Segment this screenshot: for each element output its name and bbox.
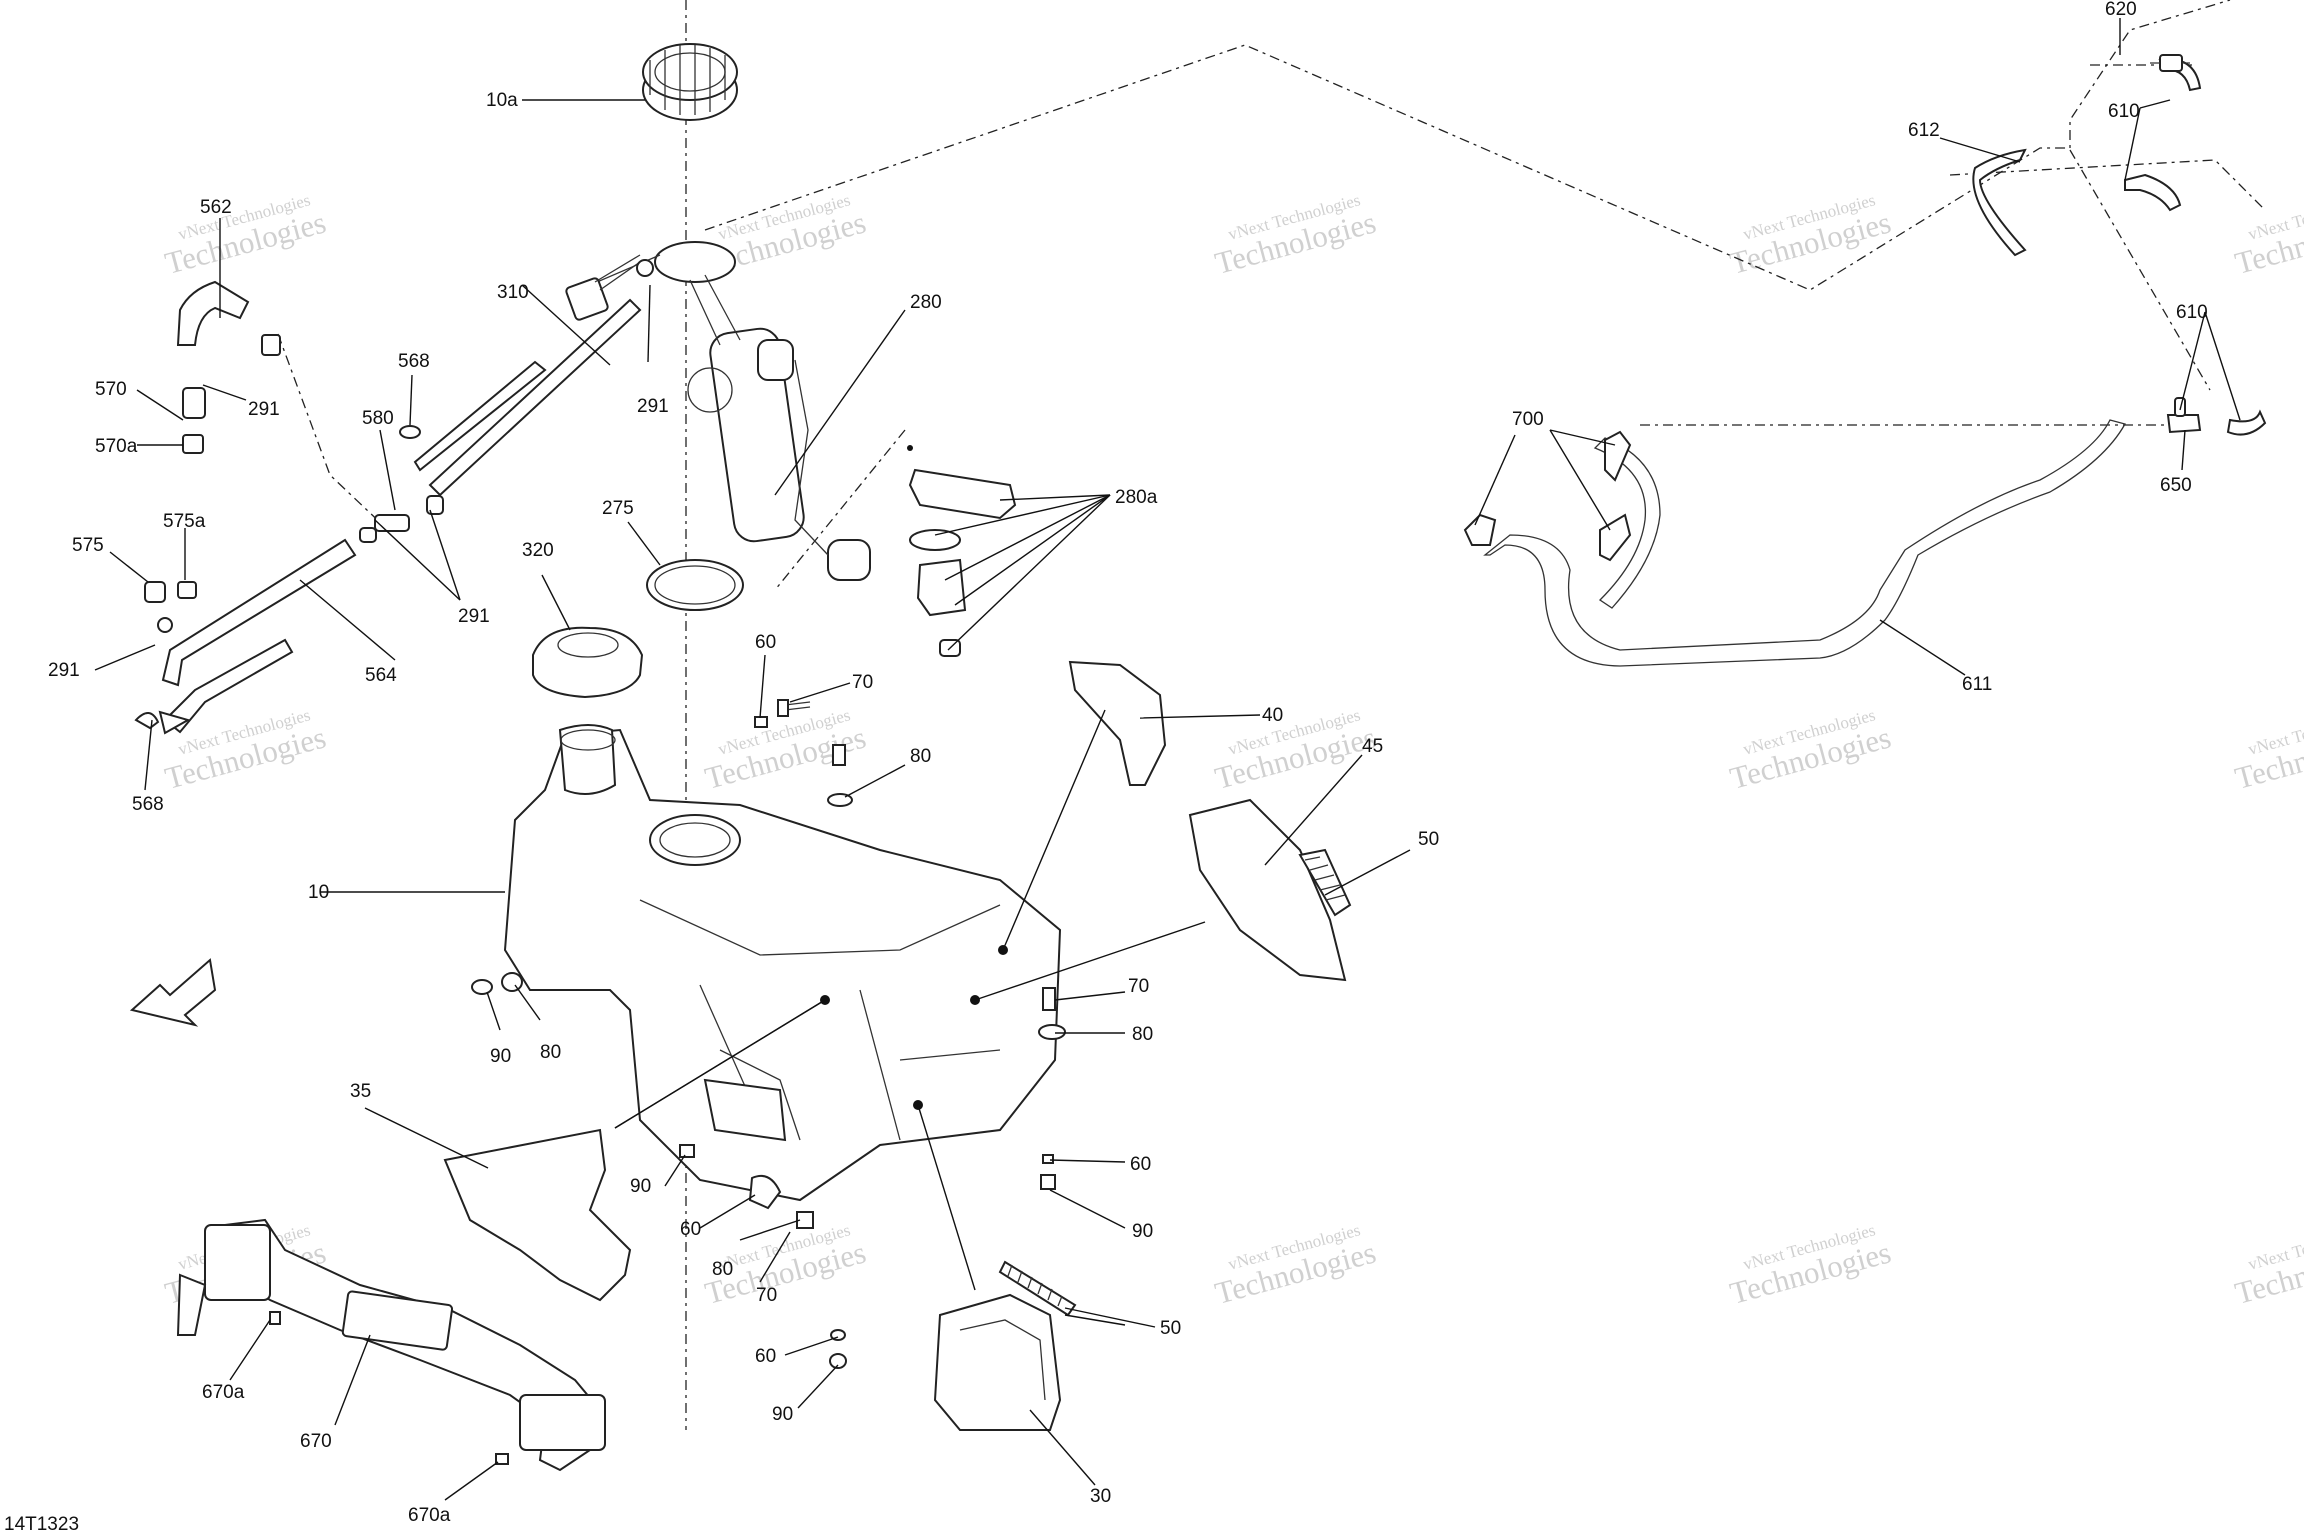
callout-50-a: 50 xyxy=(1160,1318,1181,1339)
callout-562: 562 xyxy=(200,197,232,218)
callout-291-c: 291 xyxy=(458,606,490,627)
leader-lines xyxy=(94,18,2241,1501)
callout-575a: 575a xyxy=(163,511,206,532)
connector-620-part xyxy=(2150,54,2190,72)
hose-562-part xyxy=(176,280,281,356)
vent-hose-612-part xyxy=(1972,148,2027,257)
callout-40: 40 xyxy=(1262,705,1283,726)
direction-arrow-icon xyxy=(129,958,217,1027)
callout-10a: 10a xyxy=(486,90,518,111)
hose-310-part xyxy=(413,298,642,497)
callout-labels: 10a 562 310 280 570 291 570a 568 580 575… xyxy=(4,0,2208,1535)
callout-70-a: 70 xyxy=(852,672,873,693)
tee-580-part xyxy=(359,495,444,543)
callout-70-c: 70 xyxy=(756,1285,777,1306)
callout-60-b: 60 xyxy=(680,1219,701,1240)
pump-components-280a-part xyxy=(907,445,1017,657)
callout-700: 700 xyxy=(1512,409,1544,430)
callout-80-c: 80 xyxy=(1132,1024,1153,1045)
callout-291-d: 291 xyxy=(637,396,669,417)
callout-80-a: 80 xyxy=(910,746,931,767)
callout-575: 575 xyxy=(72,535,104,556)
hose-564-part xyxy=(158,538,357,735)
fuel-cap-part xyxy=(532,626,644,699)
bracket-40-part xyxy=(1068,660,1167,786)
callout-90-a: 90 xyxy=(490,1046,511,1067)
callout-30: 30 xyxy=(1090,1486,1111,1507)
callout-90-b: 90 xyxy=(630,1176,651,1197)
vent-line-611-part xyxy=(1483,419,2126,667)
callout-310: 310 xyxy=(497,282,529,303)
fuel-pump-part xyxy=(581,241,871,581)
callout-670: 670 xyxy=(300,1431,332,1452)
harness-670-part xyxy=(176,1218,606,1472)
callout-610-a: 610 xyxy=(2108,101,2140,122)
callout-80-d: 80 xyxy=(712,1259,733,1280)
callout-60-d: 60 xyxy=(755,1346,776,1367)
callout-650: 650 xyxy=(2160,475,2192,496)
locking-ring-part xyxy=(642,43,738,121)
callout-35: 35 xyxy=(350,1081,371,1102)
pump-connector-part xyxy=(565,254,641,321)
vent-line-700-part xyxy=(1463,430,1661,609)
callout-291-b: 291 xyxy=(48,660,80,681)
callout-670a-a: 670a xyxy=(202,1382,245,1403)
callout-570: 570 xyxy=(95,379,127,400)
valve-570-part xyxy=(182,387,206,454)
callout-610-b: 610 xyxy=(2176,302,2208,323)
callout-670a-b: 670a xyxy=(408,1505,451,1526)
callout-568-a: 568 xyxy=(398,351,430,372)
clamp-291-part xyxy=(636,259,654,277)
callout-45: 45 xyxy=(1362,736,1383,757)
callout-60-a: 60 xyxy=(755,632,776,653)
callout-320: 320 xyxy=(522,540,554,561)
callout-90-d: 90 xyxy=(772,1404,793,1425)
callout-570a: 570a xyxy=(95,436,138,457)
callout-50-b: 50 xyxy=(1418,829,1439,850)
callout-275: 275 xyxy=(602,498,634,519)
tee-650-part xyxy=(2166,397,2202,434)
shield-35-part xyxy=(443,1128,632,1302)
callout-280: 280 xyxy=(910,292,942,313)
callout-612: 612 xyxy=(1908,120,1940,141)
callout-580: 580 xyxy=(362,408,394,429)
cover-30-part xyxy=(933,1293,1062,1431)
drawing-code: 14T1323 xyxy=(4,1514,79,1535)
callout-620: 620 xyxy=(2105,0,2137,20)
callout-564: 564 xyxy=(365,665,397,686)
parts-artwork xyxy=(129,43,2267,1472)
hardware-fasteners-part xyxy=(269,699,1066,1465)
callout-60-c: 60 xyxy=(1130,1154,1151,1175)
clip-575-part xyxy=(134,581,197,730)
callout-611: 611 xyxy=(1962,674,1992,695)
callout-70-b: 70 xyxy=(1128,976,1149,997)
pad-50-part xyxy=(1298,848,1352,917)
fuel-tank-part xyxy=(503,724,1062,1202)
callout-568-b: 568 xyxy=(132,794,164,815)
assembly-axis-lines xyxy=(277,0,2266,1430)
callout-291-a: 291 xyxy=(248,399,280,420)
callout-80-b: 80 xyxy=(540,1042,561,1063)
callout-10: 10 xyxy=(308,882,329,903)
shield-45-part xyxy=(1188,798,1347,982)
callout-280a: 280a xyxy=(1115,487,1158,508)
o-ring-part xyxy=(646,559,744,611)
callout-90-c: 90 xyxy=(1132,1221,1153,1242)
clamp-568-part xyxy=(399,425,421,439)
